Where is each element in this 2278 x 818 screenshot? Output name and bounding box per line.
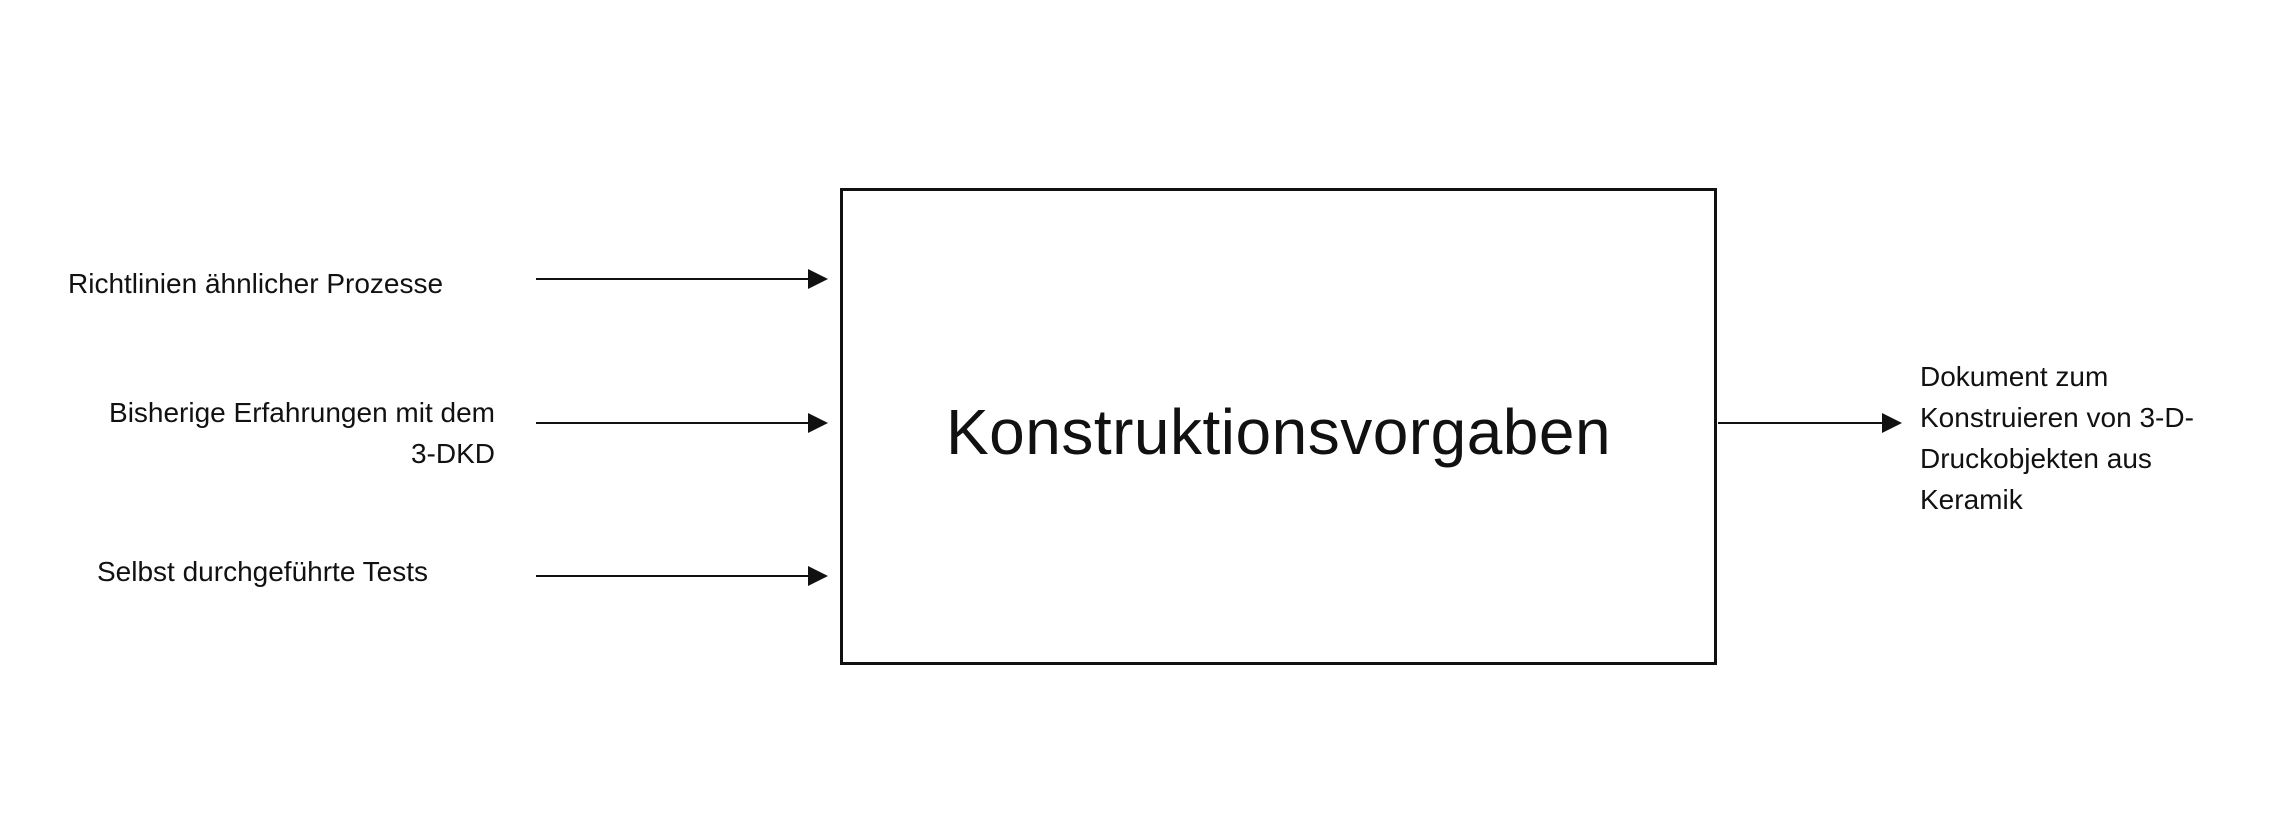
process-title: Konstruktionsvorgaben (945, 395, 1612, 468)
input-label-experience: Bisherige Erfahrungen mit dem 3-DKD (109, 397, 495, 469)
process-box: Konstruktionsvorgaben (840, 188, 1717, 665)
output-label-document: Dokument zum Konstruieren von 3-D-Drucko… (1920, 361, 2194, 515)
input-label-tests: Selbst durchgeführte Tests (97, 556, 429, 587)
input-label-guidelines: Richtlinien ähnlicher Prozesse (68, 268, 444, 299)
